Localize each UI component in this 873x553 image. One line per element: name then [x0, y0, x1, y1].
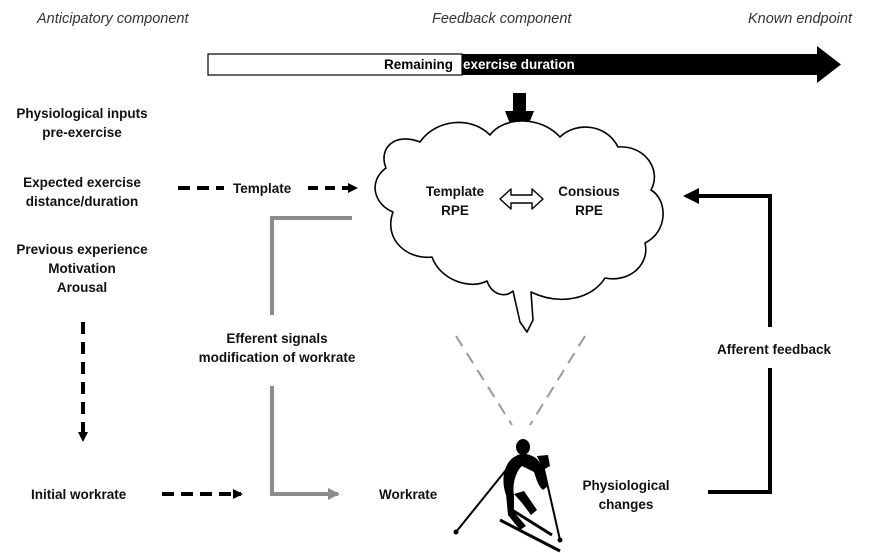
cross-country-skier-icon — [453, 439, 563, 553]
projection-line-right — [529, 335, 586, 426]
anticipatory-component-header: Anticipatory component — [37, 11, 189, 27]
template-rpe-label: Template RPE — [425, 184, 485, 218]
duration-bar-duration-label: exercise duration — [463, 57, 575, 72]
projection-line-left — [455, 335, 513, 426]
duration-bar-remaining-label: Remaining — [384, 57, 454, 72]
duration-arrowhead-icon — [817, 46, 841, 83]
duration-bar-elapsed-segment — [462, 54, 817, 75]
duration-bar — [207, 46, 841, 83]
physiological-changes-label: Physiological changes — [582, 478, 670, 512]
template-label: Template — [233, 181, 292, 196]
efferent-arrow-lower — [270, 386, 340, 500]
rpe-comparison-arrow-icon — [499, 188, 544, 210]
afferent-feedback-label: Afferent feedback — [717, 342, 832, 357]
initial-workrate-label: Initial workrate — [31, 487, 127, 502]
afferent-line-lower — [708, 368, 772, 494]
feedback-component-header: Feedback component — [432, 11, 572, 27]
physiological-inputs-label: Physiological inputs pre-exercise — [16, 106, 148, 140]
workrate-label: Workrate — [379, 487, 438, 502]
expected-distance-label: Expected exercise distance/duration — [23, 175, 141, 209]
efferent-signals-label: Efferent signals modification of workrat… — [198, 331, 356, 365]
previous-experience-label: Previous experience Motivation Arousal — [16, 242, 148, 295]
efferent-line-upper — [270, 216, 352, 315]
afferent-arrow-upper — [683, 188, 772, 327]
conscious-rpe-label: Consious RPE — [558, 184, 620, 218]
brain-outline-icon — [374, 120, 664, 333]
known-endpoint-header: Known endpoint — [748, 11, 852, 27]
